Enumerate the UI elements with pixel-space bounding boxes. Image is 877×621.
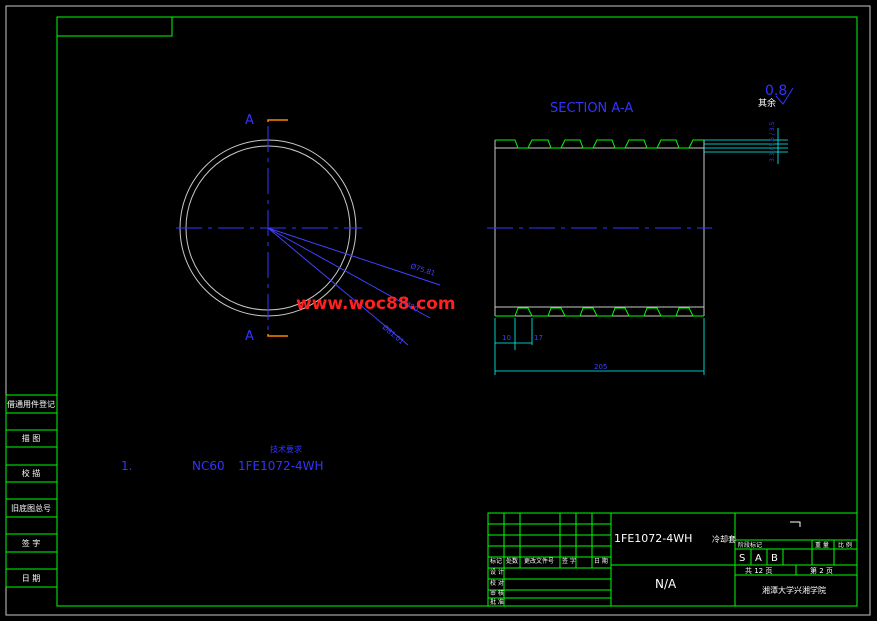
right-dim-stack: 3.3 / 5.6 / 3.5 — [769, 122, 776, 162]
side-label-1: 借通用件登记 — [7, 399, 55, 409]
role-design: 设 计 — [490, 568, 504, 576]
side-label-3: 校 描 — [22, 468, 41, 478]
outer-border — [5, 5, 871, 616]
drawing-suffix: 冷却套 — [712, 534, 736, 544]
title-mark — [790, 521, 801, 527]
side-label-5: 签 字 — [22, 538, 41, 548]
side-label-4: 旧底图总号 — [11, 503, 51, 513]
leader-3-label: Ø81.01 — [381, 323, 406, 346]
notes-prefix: 1. — [121, 459, 132, 473]
top-left-box — [56, 16, 173, 37]
dim-length: 205 — [594, 363, 607, 371]
watermark: www.woc88.com — [296, 294, 456, 314]
title-block — [487, 512, 858, 607]
rev-header-5: 日 期 — [594, 557, 608, 565]
cut-marker-top — [267, 119, 288, 122]
rev-header-1: 标记 — [490, 557, 502, 565]
top-teeth — [495, 139, 704, 149]
cut-label-top: A — [245, 113, 254, 128]
notes-heading: 技术要求 — [270, 444, 302, 454]
stage-a: A — [755, 553, 762, 564]
notes-part-code: 1FE1072-4WH — [238, 459, 324, 473]
weight-label: 重 量 — [815, 541, 829, 549]
side-label-6: 日 期 — [22, 574, 41, 583]
scale-label: 比 例 — [838, 541, 852, 549]
rev-header-3: 更改文件号 — [524, 557, 554, 565]
rev-header-4: 签 字 — [562, 557, 576, 565]
side-label-2: 描 图 — [22, 433, 41, 443]
sheets-total: 共 12 页 — [745, 566, 772, 575]
role-review: 审 核 — [490, 589, 504, 597]
material: N/A — [655, 577, 677, 591]
section-view: SECTION A-A 3.3 / 5.6 / 3.5 — [487, 101, 788, 375]
cut-label-bottom: A — [245, 329, 254, 344]
cut-marker-bottom — [267, 334, 288, 337]
sheet-no: 第 2 页 — [810, 566, 833, 575]
notes-material: NC60 — [192, 459, 225, 473]
role-approve: 批 准 — [490, 598, 504, 606]
leader-2 — [267, 227, 431, 319]
stage-b: B — [771, 553, 778, 564]
rev-header-2: 处数 — [506, 557, 518, 565]
leader-1-label: Ø75.81 — [409, 262, 436, 278]
leader-3 — [267, 227, 409, 346]
roughness-note: 其余 — [758, 97, 776, 109]
roughness-value: 0.8 — [765, 83, 787, 99]
roughness-symbol: 0.8 其余 — [758, 83, 794, 109]
dim-pitch: 10 — [502, 334, 511, 342]
bottom-teeth — [495, 307, 704, 317]
stage-label: 阶段标记 — [738, 541, 762, 549]
side-table — [5, 394, 58, 588]
company: 湘潭大学兴湘学院 — [762, 585, 826, 595]
drawing-number: 1FE1072-4WH — [614, 532, 692, 545]
inner-frame — [56, 16, 858, 607]
leader-1 — [267, 227, 441, 286]
section-title: SECTION A-A — [550, 101, 633, 116]
role-check: 校 对 — [490, 579, 504, 587]
dim-groove: 17 — [534, 334, 543, 342]
stage-s: S — [739, 553, 745, 564]
